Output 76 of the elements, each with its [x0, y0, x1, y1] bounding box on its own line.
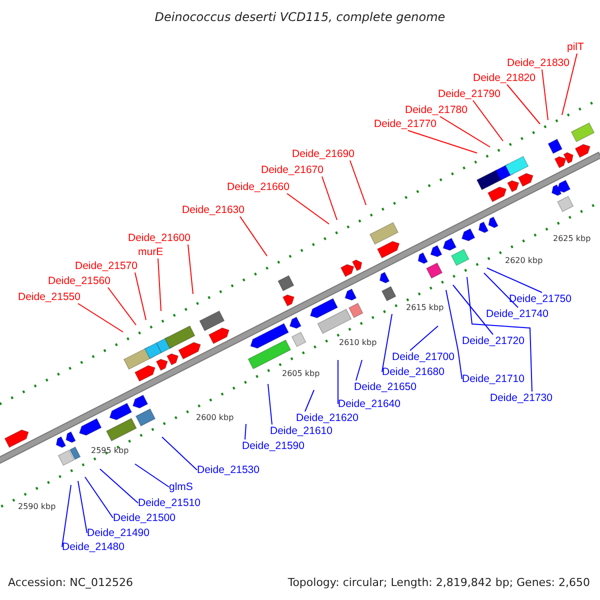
leader-line — [506, 84, 540, 124]
gene-label: Deide_21490 — [87, 526, 150, 540]
leader-line — [134, 464, 170, 488]
gene-label: Deide_21710 — [462, 372, 524, 386]
gene-label: Deide_21670 — [261, 164, 324, 176]
leader-line — [100, 468, 138, 504]
leader-line — [240, 216, 268, 256]
leader-line — [322, 176, 338, 220]
gene-label: Deide_21780 — [405, 104, 468, 116]
gene-label: pilT — [567, 40, 584, 54]
gene-label: Deide_21720 — [462, 334, 524, 348]
leader-line — [356, 360, 362, 381]
gene-label: Deide_21830 — [507, 56, 570, 70]
gene-label: murE — [138, 246, 164, 258]
leader-line — [350, 160, 366, 206]
leader-line — [244, 424, 246, 440]
gene-label: Deide_21750 — [509, 292, 572, 306]
gene-label: Deide_21740 — [486, 308, 548, 320]
gene-label: glmS — [169, 480, 193, 494]
leader-line — [134, 272, 146, 320]
gene-label: Deide_21680 — [382, 366, 444, 378]
leader-line — [84, 476, 114, 518]
position-label: 2605 kbp — [282, 369, 320, 378]
leader-line — [286, 193, 330, 224]
leader-line — [484, 272, 518, 308]
leader-line — [452, 284, 494, 335]
position-label: 2625 kbp — [553, 234, 591, 243]
gene-label: Deide_21570 — [75, 260, 138, 272]
gene-label: Deide_21660 — [227, 180, 290, 194]
gene-label: Deide_21700 — [392, 350, 454, 364]
gene-label: Deide_21620 — [296, 412, 358, 424]
position-label: 2610 kbp — [339, 338, 377, 347]
leader-line — [108, 287, 136, 326]
gene-label: Deide_21530 — [197, 464, 260, 476]
leader-line — [446, 290, 462, 380]
gene-label: Deide_21770 — [374, 118, 436, 130]
gene-label: Deide_21480 — [62, 540, 124, 554]
position-label: 2590 kbp — [18, 502, 56, 511]
gene-label: Deide_21640 — [338, 398, 400, 410]
gene-label: Deide_21600 — [128, 232, 190, 244]
leader-line — [188, 244, 194, 294]
leader-line — [542, 69, 548, 120]
position-label: 2615 kbp — [406, 303, 444, 312]
gene-label: Deide_21550 — [18, 290, 80, 304]
gene-label: Deide_21500 — [113, 512, 176, 524]
gene-label: Deide_21650 — [354, 380, 416, 394]
leader-line — [62, 484, 72, 548]
leader-line — [440, 116, 490, 148]
leader-line — [410, 326, 438, 351]
leader-line — [78, 303, 124, 332]
position-label: 2595 kbp — [91, 446, 129, 455]
gene-label: Deide_21590 — [242, 440, 304, 452]
genome-summary-text: Topology: circular; Length: 2,819,842 bp; Genes: 2,650 — [288, 576, 590, 590]
leader-line — [304, 390, 314, 412]
accession-text: Accession: NC_012526 — [8, 576, 134, 590]
leader-line — [408, 130, 478, 154]
leader-line — [158, 258, 162, 312]
gene-label: Deide_21510 — [138, 496, 200, 510]
gene-label: Deide_21610 — [270, 424, 332, 438]
gene-label: Deide_21560 — [48, 274, 110, 288]
leader-line — [268, 384, 272, 425]
leader-line — [486, 268, 542, 293]
diagram-title: Deinococcus deserti VCD115, complete genome — [154, 10, 446, 25]
gene-label: Deide_21730 — [490, 392, 552, 404]
gene-label: Deide_21820 — [473, 72, 536, 84]
leader-line — [78, 480, 88, 534]
leader-line — [162, 436, 198, 470]
position-label: 2600 kbp — [196, 413, 234, 422]
leader-line — [472, 100, 504, 142]
leader-line — [382, 314, 392, 372]
position-label: 2620 kbp — [505, 256, 543, 265]
leader-line — [466, 276, 532, 392]
gene-label: Deide_21690 — [292, 148, 354, 160]
gene-label: Deide_21630 — [182, 204, 244, 216]
leader-line — [562, 53, 578, 116]
gene-label: Deide_21790 — [438, 88, 500, 100]
